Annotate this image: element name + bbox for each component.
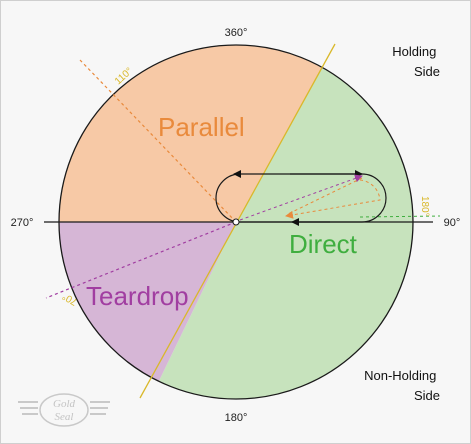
non-holding-side-label: Non-Holding Side <box>364 368 440 403</box>
radial-180-label: 180° <box>419 196 430 217</box>
bottom-degree-label: 180° <box>225 412 248 424</box>
left-degree-label: 270° <box>11 217 34 229</box>
radial-70-line <box>45 221 237 299</box>
teardrop-label: Teardrop <box>86 281 189 311</box>
holding-fix <box>232 218 240 226</box>
radial-green-line <box>359 215 441 218</box>
direct-sector <box>140 45 413 399</box>
gold-seal-logo: Gold Seal <box>18 393 110 427</box>
parallel-label: Parallel <box>158 112 245 142</box>
holding-side-label: Holding Side <box>392 44 440 79</box>
teardrop-entry-path <box>239 174 363 221</box>
parallel-entry-path-2 <box>287 177 363 215</box>
right-degree-label: 90° <box>444 217 461 229</box>
direct-label: Direct <box>289 229 358 259</box>
logo-gold-text: Gold <box>53 398 76 410</box>
parallel-entry-path <box>285 179 381 219</box>
logo-seal-text: Seal <box>55 411 74 423</box>
top-degree-label: 360° <box>225 27 248 39</box>
radial-110-line <box>79 59 237 223</box>
